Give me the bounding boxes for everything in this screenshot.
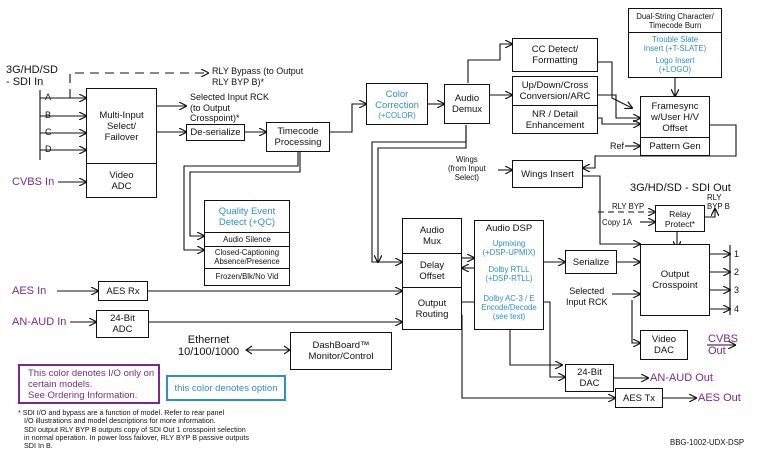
audio-silence-item: Audio Silence [205,231,289,246]
sdi-out-label: 3G/HD/SD - SDI Out [630,182,731,194]
aes-tx-block: AES Tx [615,388,663,408]
part-number: BBG-1002-UDX-DSP [670,438,745,447]
copy-1a-label: Copy 1A [602,218,632,227]
serialize-block: Serialize [565,250,617,274]
rly-byp-label: RLY BYP [612,202,645,211]
aes-rx-block: AES Rx [98,281,148,301]
frozen-item: Frozen/Blk/No Vid [205,267,289,285]
aes-out-label: AES Out [698,392,741,404]
sdi-in-label: 3G/HD/SD- SDI In [6,64,58,88]
out-port-3: 3 [734,285,740,295]
out-port-2: 2 [734,267,740,277]
ref-label: Ref [610,141,625,151]
pattern-gen-block: Pattern Gen [641,137,709,155]
logo-insert-block: Logo Insert(+LOGO) [655,56,695,74]
deserialize-block: De-serialize [186,124,245,141]
upmixing-item: Upmixing(+DSP-UPMIX) [482,239,536,257]
legend-option: this color denotes option [166,375,286,401]
out-port-4: 4 [734,304,740,314]
dolby-rtll-item: Dolby RTLL(+DSP-RTLL) [485,265,533,283]
an-aud-in-label: AN-AUD In [12,316,67,328]
cc-detect-block: CC Detect/Formatting [512,38,598,72]
cvbs-in-label: CVBS In [12,176,55,188]
character-burn-block: Dual-String Character/Timecode Burn Trou… [628,8,722,78]
audio-dsp-block: Audio DSP Upmixing(+DSP-UPMIX) Dolby RTL… [474,220,544,330]
port-d-label: D [45,144,52,154]
aes-in-label: AES In [12,285,47,297]
wings-insert-block: Wings Insert [512,160,583,188]
port-c-label: C [45,127,52,137]
port-a-label: A [45,92,52,102]
footnote: * SDI I/O and bypass are a function of m… [18,408,249,451]
out-port-1: 1 [734,249,740,259]
port-b-label: B [45,110,52,120]
an-aud-out-label: AN-AUD Out [650,372,713,384]
